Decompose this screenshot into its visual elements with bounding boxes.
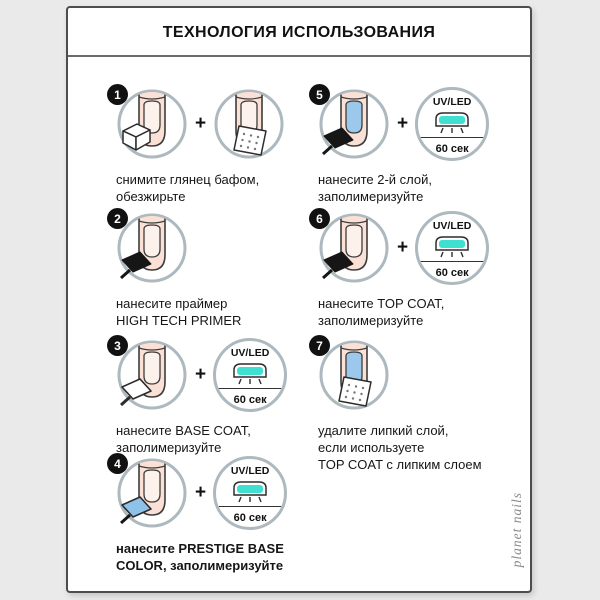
- nail-with-wipe-icon: [214, 89, 284, 159]
- step-1-number-badge: 1: [107, 84, 128, 105]
- lamp-time: 60 сек: [233, 512, 267, 524]
- step-1: 1 +: [107, 84, 285, 205]
- step-5: 5 + UV/LED: [309, 84, 490, 205]
- brand-text: planet nails: [509, 491, 524, 567]
- step-6-caption: нанесите TOP COAT, заполимеризуйте: [318, 296, 445, 329]
- lamp-time: 60 сек: [435, 267, 469, 279]
- step-4-number-badge: 4: [107, 453, 128, 474]
- step-6: 6 + UV/LED: [309, 208, 490, 329]
- plus-icon: +: [195, 482, 207, 503]
- lamp-divider: [418, 137, 487, 138]
- plus-icon: +: [397, 237, 409, 258]
- uv-led-lamp-icon: UV/LED 60 сек: [415, 211, 490, 285]
- nail-with-buffer-icon: [117, 89, 187, 159]
- page-title: ТЕХНОЛОГИЯ ИСПОЛЬЗОВАНИЯ: [162, 24, 436, 41]
- plus-icon: +: [195, 113, 207, 134]
- lamp-label: UV/LED: [230, 465, 270, 477]
- lamp-label: UV/LED: [230, 347, 270, 359]
- step-5-number-badge: 5: [309, 84, 330, 105]
- plus-icon: +: [195, 364, 207, 385]
- step-7: 7 удали: [309, 335, 482, 473]
- step-2-number-badge: 2: [107, 208, 128, 229]
- blue-nail-with-black-brush-icon: [319, 89, 389, 159]
- step-3-number-badge: 3: [107, 335, 128, 356]
- step-5-caption: нанесите 2-й слой, заполимеризуйте: [318, 172, 432, 205]
- step-7-icons: [318, 337, 482, 413]
- step-2-icons: [116, 210, 241, 286]
- uv-led-lamp-icon: UV/LED 60 сек: [213, 338, 288, 412]
- step-5-icons: + UV/LED 60 сек: [318, 86, 490, 162]
- step-3: 3 + UV/LED: [107, 335, 288, 456]
- step-4: 4 + UV/LED: [107, 453, 288, 574]
- step-6-number-badge: 6: [309, 208, 330, 229]
- lamp-glyph: [233, 481, 267, 503]
- title-divider: [68, 55, 530, 57]
- plus-icon: +: [397, 113, 409, 134]
- step-2: 2 нанесите праймер HIGH TECH PRIMER: [107, 208, 242, 329]
- nail-with-black-brush-icon: [117, 213, 187, 283]
- step-4-icons: + UV/LED 60 сек: [116, 455, 288, 531]
- nail-with-blue-brush-icon: [117, 458, 187, 528]
- uv-led-lamp-icon: UV/LED 60 сек: [415, 87, 490, 161]
- step-7-caption: удалите липкий слой, если используете TO…: [318, 423, 482, 473]
- step-1-caption: снимите глянец бафом, обезжирьте: [116, 172, 260, 205]
- lamp-label: UV/LED: [432, 96, 472, 108]
- nail-with-white-brush-icon: [117, 340, 187, 410]
- nail-with-black-brush-icon: [319, 213, 389, 283]
- uv-led-lamp-icon: UV/LED 60 сек: [213, 456, 288, 530]
- step-6-icons: + UV/LED 60 сек: [318, 210, 490, 286]
- instruction-card: ТЕХНОЛОГИЯ ИСПОЛЬЗОВАНИЯ 1: [66, 6, 532, 593]
- lamp-glyph: [233, 363, 267, 385]
- lamp-glyph: [435, 236, 469, 258]
- lamp-divider: [418, 261, 487, 262]
- step-3-caption: нанесите BASE COAT, заполимеризуйте: [116, 423, 251, 456]
- step-1-icons: +: [116, 86, 285, 162]
- step-2-caption: нанесите праймер HIGH TECH PRIMER: [116, 296, 242, 329]
- step-4-caption: нанесите PRESTIGE BASE COLOR, заполимери…: [116, 541, 284, 574]
- lamp-time: 60 сек: [435, 143, 469, 155]
- step-7-number-badge: 7: [309, 335, 330, 356]
- lamp-divider: [216, 388, 285, 389]
- lamp-time: 60 сек: [233, 394, 267, 406]
- lamp-glyph: [435, 112, 469, 134]
- lamp-label: UV/LED: [432, 220, 472, 232]
- blue-nail-with-wipe-icon: [319, 340, 389, 410]
- lamp-divider: [216, 506, 285, 507]
- step-3-icons: + UV/LED 60 сек: [116, 337, 288, 413]
